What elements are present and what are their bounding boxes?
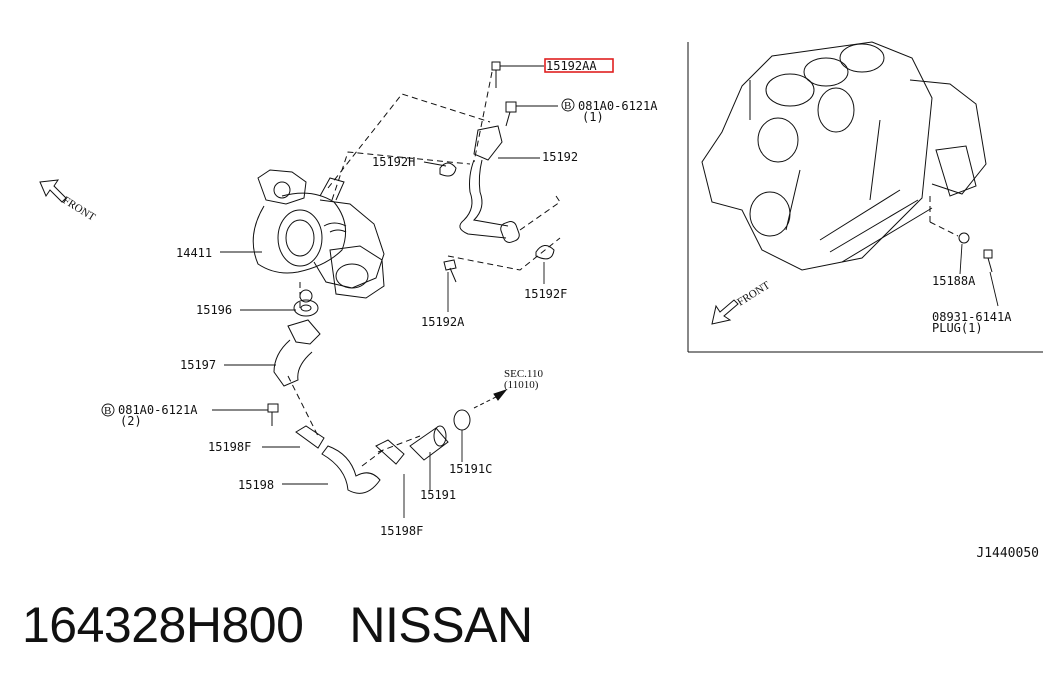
oil-return-tube-15197 <box>273 319 321 387</box>
front-label-left: FRONT <box>60 194 97 223</box>
callout-081A0-top-qty: (1) <box>582 110 604 124</box>
dashed-assembly-lines <box>287 71 959 467</box>
callout-sec-110[interactable]: SEC.110 <box>504 368 544 380</box>
callout-15191C[interactable]: 15191C <box>449 462 492 476</box>
callout-081A0-bottom[interactable]: 081A0-6121A <box>118 403 198 417</box>
section-arrow <box>473 388 508 409</box>
callout-sec-110-sub: (11010) <box>504 379 539 391</box>
leader-lines <box>212 65 999 518</box>
highlight-box-15192AA <box>544 58 614 73</box>
callout-15188A[interactable]: 15188A <box>932 274 976 288</box>
callout-15196[interactable]: 15196 <box>196 303 232 317</box>
bolt-marker-top: B <box>564 100 571 112</box>
callout-plug: PLUG(1) <box>932 321 983 335</box>
callout-15192F[interactable]: 15192F <box>524 287 567 301</box>
clips-and-gaskets <box>293 162 970 431</box>
callout-15192H[interactable]: 15192H <box>372 155 415 169</box>
callout-081A0-bottom-qty: (2) <box>120 414 142 428</box>
engine-block <box>701 41 987 271</box>
oil-feed-pipe-15192 <box>459 125 520 243</box>
callout-15197[interactable]: 15197 <box>180 358 216 372</box>
oil-return-hose-15198 <box>295 425 405 494</box>
bolt-marker-circle-top <box>561 98 575 112</box>
part-footer: 164328H800 NISSAN <box>22 596 579 654</box>
callout-14411[interactable]: 14411 <box>176 246 212 260</box>
callout-08931-6141A[interactable]: 08931-6141A <box>932 310 1012 324</box>
part-number: 164328H800 <box>22 597 304 653</box>
turbocharger-14411 <box>252 169 385 303</box>
callout-15198F-a[interactable]: 15198F <box>208 440 251 454</box>
front-label-right: FRONT <box>735 279 772 308</box>
diagram-code: J1440050 <box>976 546 1039 561</box>
callout-15191[interactable]: 15191 <box>420 488 456 502</box>
connector-15191 <box>409 425 449 461</box>
bolt-marker-bottom: B <box>104 405 111 417</box>
callout-15192AA[interactable]: 15192AA <box>546 59 597 73</box>
bolts <box>267 61 993 426</box>
callout-081A0-top[interactable]: 081A0-6121A <box>578 99 658 113</box>
front-arrow-left <box>39 179 67 203</box>
brand-name: NISSAN <box>349 597 533 653</box>
callout-15198F-b[interactable]: 15198F <box>380 524 423 538</box>
callout-15192[interactable]: 15192 <box>542 150 578 164</box>
callout-15198[interactable]: 15198 <box>238 478 274 492</box>
front-arrow-right <box>711 299 739 325</box>
bolt-marker-circle-bottom <box>101 403 115 417</box>
callout-15192A[interactable]: 15192A <box>421 315 465 329</box>
